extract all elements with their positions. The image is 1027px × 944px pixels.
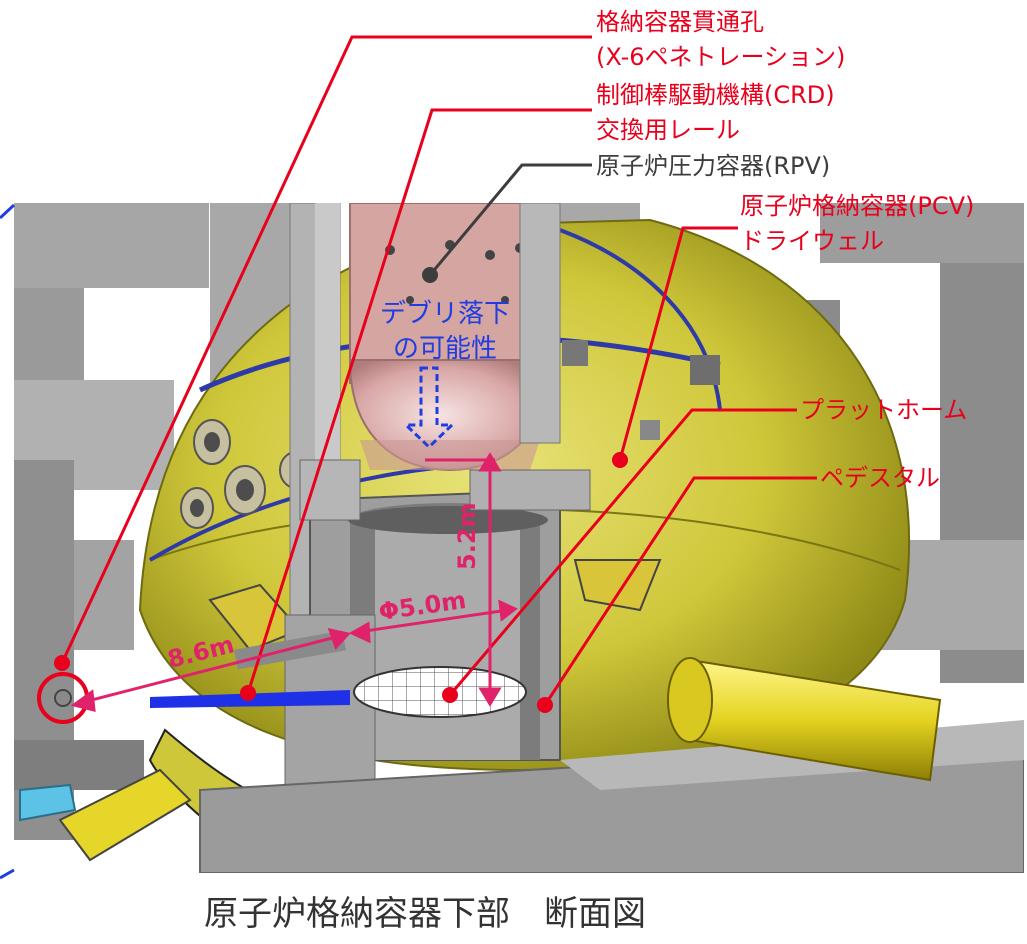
crd-label-line2: 交換用レール: [596, 116, 740, 144]
penetration-leader-line: [60, 35, 592, 664]
penetration-label-line2: (X-6ペネトレーション): [596, 43, 845, 71]
rpv-callout-dot: [422, 267, 438, 283]
scene-rendering: [14, 203, 1024, 873]
debris-fall-note: デブリ落下 の可能性: [380, 299, 510, 450]
frame-corner-top: [0, 203, 16, 220]
debris-arrow-icon: [402, 366, 456, 450]
pcv-label-line1: 原子炉格納容器(PCV): [740, 192, 974, 220]
frame-corner-bottom: [0, 868, 15, 880]
callout-lines: [60, 35, 817, 706]
crd-leader-line: [246, 108, 592, 694]
pcv-label-line2: ドライウェル: [740, 227, 884, 255]
pcv-leader-line: [618, 226, 738, 461]
height-dimension-label: 5.2m: [453, 502, 481, 570]
platform-leader-line: [448, 408, 797, 696]
crd-label-line1: 制御棒駆動機構(CRD): [596, 81, 835, 109]
figure-caption: 原子炉格納容器下部 断面図: [204, 894, 646, 934]
yellow-piping: [19, 657, 942, 862]
callout-dots: [54, 452, 628, 713]
dimension-arrows: [70, 452, 518, 712]
rpv-leader-line: [428, 163, 592, 276]
platform-grating: [353, 666, 527, 718]
penetration-label-line1: 格納容器貫通孔: [596, 8, 764, 36]
debris-note-line2: の可能性: [393, 334, 497, 364]
platform-label: プラットホーム: [800, 396, 967, 424]
debris-note-line1: デブリ落下: [380, 299, 510, 329]
rpv-label: 原子炉圧力容器(RPV): [596, 152, 830, 180]
pedestal-leader-line: [543, 476, 817, 706]
pedestal-label: ペデスタル: [820, 464, 940, 492]
